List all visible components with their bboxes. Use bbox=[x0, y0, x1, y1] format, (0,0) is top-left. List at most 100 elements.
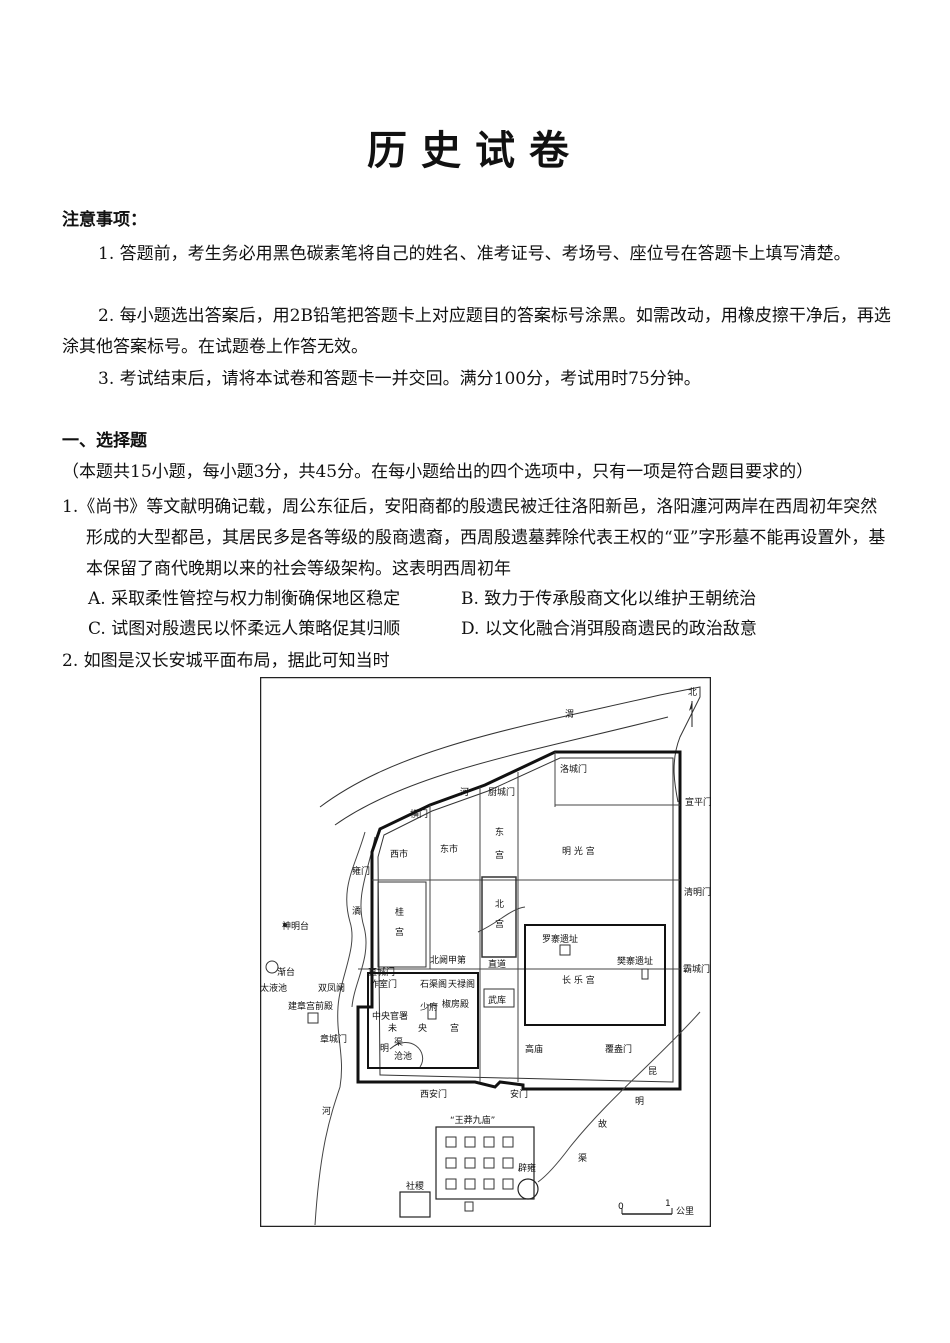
map-scale-0: 0 bbox=[618, 1202, 624, 1212]
map-label-donggong2: 宫 bbox=[495, 849, 504, 861]
map-label-gong_: 宫 bbox=[450, 1022, 459, 1034]
map-label-gui2: 宫 bbox=[395, 926, 404, 938]
map-label-yong: 雍门 bbox=[352, 865, 370, 877]
kunming-canal bbox=[537, 1011, 701, 1183]
map-label-shuangfeng: 双凤阙 bbox=[318, 983, 345, 994]
map-label-changle: 长 乐 宫 bbox=[562, 974, 595, 986]
q1-option-a: A. 采取柔性管控与权力制衡确保地区稳定 bbox=[88, 589, 401, 609]
map-label-bei2: 宫 bbox=[495, 918, 504, 930]
changle-palace bbox=[524, 924, 666, 1026]
map-label-wei_: 未 bbox=[388, 1022, 397, 1034]
temple-grid bbox=[445, 1136, 514, 1190]
jiaofang-hall bbox=[427, 1004, 437, 1020]
map-label-mingguang: 明 光 宫 bbox=[562, 845, 595, 857]
map-label-heng: 横门 bbox=[410, 808, 428, 820]
map-label-wei2: 河 bbox=[460, 786, 469, 798]
map-label-zhicheng: 直城门 bbox=[368, 966, 395, 978]
map-label-beique: 北阙甲第 bbox=[430, 954, 466, 966]
biyong-hall bbox=[517, 1178, 539, 1200]
map-label-wu: 武库 bbox=[488, 994, 506, 1006]
jue-river-east bbox=[351, 836, 376, 1008]
wangmang-temples bbox=[435, 1126, 535, 1200]
map-label-jiantai: 渐台 bbox=[277, 966, 295, 978]
map-label-qu_: 渠 bbox=[394, 1036, 403, 1048]
luozhai-site bbox=[559, 944, 571, 956]
changan-city-map: 北 公里 0 1 渭 河 厨城门 洛城门 宣平门 横门 西市 东市 东 宫 明 … bbox=[260, 677, 711, 1227]
small-building bbox=[464, 1201, 474, 1212]
map-label-wei1: 渭 bbox=[565, 709, 574, 720]
map-label-jue2: 河 bbox=[322, 1105, 331, 1117]
map-label-qingming: 清明门 bbox=[684, 886, 711, 898]
map-scale-label: 公里 bbox=[676, 1206, 694, 1217]
map-label-xian: 西安门 bbox=[420, 1088, 447, 1100]
map-label-wangmang: “王莽九庙” bbox=[450, 1114, 495, 1126]
fanzhai-site bbox=[641, 968, 649, 980]
sheji-altar bbox=[399, 1191, 431, 1218]
notice-heading: 注意事项： bbox=[62, 210, 147, 230]
city-wall-inner bbox=[377, 757, 674, 1083]
armory bbox=[483, 988, 515, 1008]
map-label-taiye: 太液池 bbox=[260, 982, 287, 994]
section-label: 一、选择题 bbox=[62, 431, 147, 451]
map-label-jiaofang: 椒房殿 bbox=[442, 998, 469, 1010]
map-label-ming_: 明 bbox=[380, 1043, 389, 1054]
q1-option-d: D. 以文化融合消弭殷商遗民的政治敌意 bbox=[461, 619, 757, 639]
north-palace bbox=[481, 876, 517, 958]
mingqu-canal bbox=[389, 1042, 424, 1068]
map-label-donggong1: 东 bbox=[495, 826, 504, 838]
map-label-zhidao: 直道 bbox=[488, 958, 506, 970]
map-north-label: 北 bbox=[688, 687, 697, 698]
notice-item-2: 2. 每小题选出答案后，用2B铅笔把答题卡上对应题目的答案标号涂黑。如需改动，用… bbox=[62, 306, 891, 357]
weiyang-palace bbox=[367, 972, 479, 1069]
notice-item-3: 3. 考试结束后，请将本试卷和答题卡一并交回。满分100分，考试用时75分钟。 bbox=[98, 369, 701, 389]
map-label-cang: 沧池 bbox=[394, 1050, 412, 1062]
jue-river-west bbox=[314, 831, 366, 1226]
map-label-an: 安门 bbox=[510, 1088, 528, 1100]
map-label-kun2: 明 bbox=[635, 1096, 644, 1107]
north-arrow-head-icon bbox=[689, 701, 692, 711]
map-label-gaomiao: 高庙 bbox=[525, 1043, 543, 1055]
map-label-jianzhang: 建章宫前殿 bbox=[288, 1000, 333, 1012]
map-label-yang_: 央 bbox=[418, 1022, 427, 1034]
map-label-gui1: 桂 bbox=[395, 906, 404, 918]
map-label-shiqu: 石渠阁 bbox=[420, 978, 447, 990]
map-label-biyong: 辟雍 bbox=[518, 1162, 536, 1174]
map-label-dongshi: 东市 bbox=[440, 843, 458, 855]
map-label-bei1: 北 bbox=[495, 899, 504, 910]
map-label-zuoshi: 作室门 bbox=[370, 978, 397, 990]
city-wall bbox=[356, 750, 682, 1091]
map-label-luocheng: 洛城门 bbox=[560, 763, 587, 775]
gui-palace bbox=[377, 881, 427, 968]
map-label-fanzhai: 樊寨遗址 bbox=[617, 955, 653, 967]
map-label-xishi: 西市 bbox=[390, 848, 408, 860]
question-1-stem: 1.《尚书》等文献明确记载，周公东征后，安阳商都的殷遗民被迁往洛阳新邑，洛阳瀍河… bbox=[62, 497, 886, 579]
map-scale-1: 1 bbox=[665, 1199, 671, 1209]
map-label-xuanping: 宣平门 bbox=[685, 796, 711, 808]
section-header: 一、选择题 （本题共15小题，每小题3分，共45分。在每小题给出的四个选项中，只有… bbox=[62, 426, 892, 488]
taiye-pond bbox=[265, 960, 279, 974]
jianzhang-palace bbox=[307, 1012, 319, 1024]
map-label-xiecheng: 厨城门 bbox=[488, 786, 515, 798]
map-label-ba: 霸城门 bbox=[683, 963, 710, 975]
wei-river-upper bbox=[319, 686, 701, 808]
map-label-shao: 少府 bbox=[420, 1001, 438, 1013]
section-desc: （本题共15小题，每小题3分，共45分。在每小题给出的四个选项中，只有一项是符合… bbox=[62, 462, 814, 482]
q1-option-c: C. 试图对殷遗民以怀柔远人策略促其归顺 bbox=[88, 619, 401, 639]
map-label-zhongyang: 中央官署 bbox=[372, 1010, 408, 1022]
map-label-kun4: 渠 bbox=[578, 1152, 587, 1164]
map-label-zhang: 章城门 bbox=[320, 1033, 347, 1045]
notice-item-1: 1. 答题前，考生务必用黑色碳素笔将自己的姓名、准考证号、考场号、座位号在答题卡… bbox=[98, 244, 851, 264]
shenming-tower bbox=[283, 923, 287, 927]
map-label-jue1: 潏 bbox=[352, 906, 361, 917]
map-label-shenming: 神明台 bbox=[282, 920, 309, 932]
map-label-luozhai: 罗寨遗址 bbox=[542, 933, 578, 945]
wei-river-lower bbox=[334, 716, 669, 826]
q1-option-b: B. 致力于传承殷商文化以维护王朝统治 bbox=[461, 589, 757, 609]
map-label-sheji: 社稷 bbox=[406, 1180, 424, 1192]
map-label-fuang: 覆盎门 bbox=[605, 1043, 632, 1055]
map-frame bbox=[260, 677, 711, 1227]
question-2-stem: 2. 如图是汉长安城平面布局，据此可知当时 bbox=[62, 651, 390, 671]
map-label-kun3: 故 bbox=[598, 1118, 607, 1130]
straight-road bbox=[477, 906, 526, 933]
page-title: 历史试卷 bbox=[367, 127, 583, 174]
